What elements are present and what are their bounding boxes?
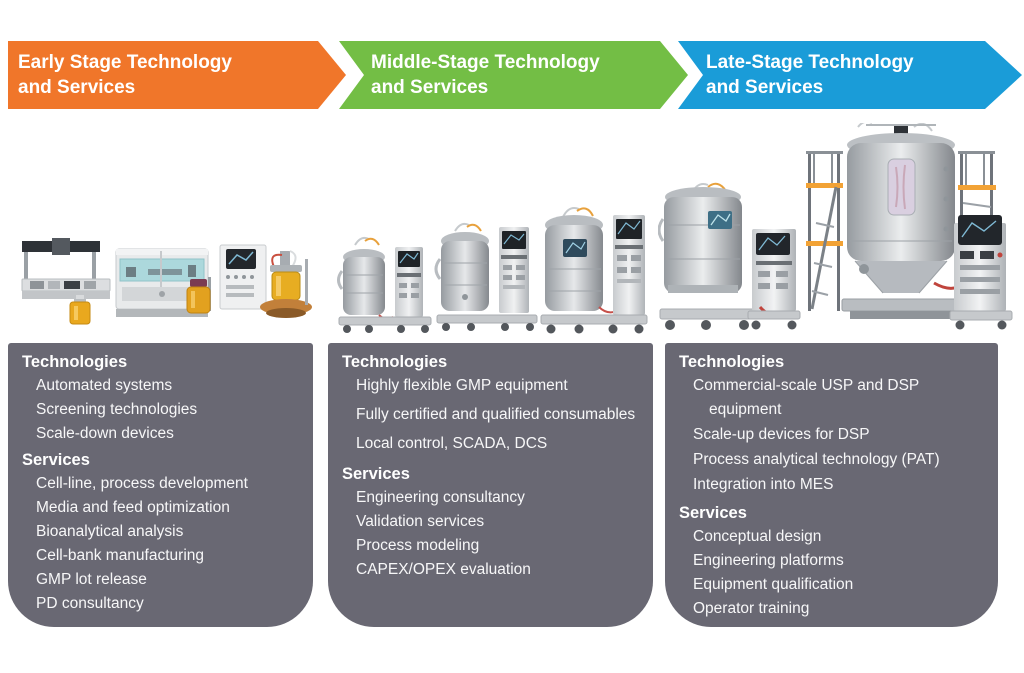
list-item: Engineering platforms [693, 552, 844, 569]
list-item: Fully certified and qualified consumable… [356, 406, 636, 423]
pilot-bioreactor-medium-illustration [434, 222, 538, 331]
late-stage-equipment-illustration [658, 123, 1013, 330]
middle-services-list: Engineering consultancy Validation servi… [342, 486, 643, 582]
list-item: Equipment qualification [693, 576, 854, 593]
list-item: CAPEX/OPEX evaluation [356, 561, 531, 578]
scaffold-left-illustration [806, 151, 843, 311]
late-services-list: Conceptual design Engineering platforms … [679, 525, 988, 621]
list-item: Media and feed optimization [36, 499, 230, 516]
banner-middle-stage: Middle-Stage Technology and Services [339, 41, 688, 109]
list-item: Engineering consultancy [356, 489, 525, 506]
list-item: Operator training [693, 600, 810, 617]
pilot-bioreactor-small-illustration [337, 236, 432, 333]
production-bioreactor-illustration [658, 182, 801, 330]
late-technologies-list: Commercial-scale USP and DSP equipment S… [679, 374, 988, 497]
panel-middle-stage: Technologies Highly flexible GMP equipme… [328, 343, 653, 627]
list-item: Automated systems [36, 377, 173, 394]
list-item: Process modeling [356, 537, 480, 554]
list-item: Local control, SCADA, DCS [356, 435, 548, 452]
list-item: Screening technologies [36, 401, 198, 418]
middle-technologies-heading: Technologies [342, 353, 448, 371]
list-item: Highly flexible GMP equipment [356, 377, 568, 394]
list-item: Scale-up devices for DSP [693, 426, 870, 443]
banner-middle-line1: Middle-Stage Technology [371, 52, 600, 73]
liquid-handler-illustration [21, 238, 111, 325]
late-technologies-heading: Technologies [679, 353, 785, 371]
screening-system-illustration [115, 248, 209, 317]
early-stage-equipment-illustration [21, 238, 312, 325]
middle-services-heading: Services [342, 465, 410, 483]
pilot-bioreactor-large-illustration [540, 207, 648, 334]
early-services-heading: Services [22, 451, 90, 469]
list-item: Commercial-scale USP and DSP equipment [693, 377, 919, 418]
list-item: Process analytical technology (PAT) [693, 451, 940, 468]
control-cart-illustration [949, 215, 1013, 330]
panel-late-stage: Technologies Commercial-scale USP and DS… [665, 343, 998, 627]
list-item: Conceptual design [693, 528, 822, 545]
banner-early-stage: Early Stage Technology and Services [8, 41, 346, 109]
banner-early-line1: Early Stage Technology [18, 52, 232, 73]
list-item: Bioanalytical analysis [36, 523, 184, 540]
list-item: Cell-line, process development [36, 475, 248, 492]
list-item: Scale-down devices [36, 425, 174, 442]
banner-early-line2: and Services [18, 77, 136, 98]
list-item: Integration into MES [693, 476, 834, 493]
middle-technologies-list: Highly flexible GMP equipment Fully cert… [342, 374, 643, 456]
benchtop-bioreactor-illustration [219, 244, 312, 318]
list-item: GMP lot release [36, 571, 147, 588]
early-services-list: Cell-line, process development Media and… [22, 472, 303, 616]
panel-early-stage: Technologies Automated systems Screening… [8, 343, 313, 627]
list-item: Cell-bank manufacturing [36, 547, 205, 564]
banner-late-line1: Late-Stage Technology [706, 52, 914, 73]
sample-flask-illustration [186, 277, 211, 314]
banner-late-stage: Late-Stage Technology and Services [678, 41, 1022, 109]
middle-stage-equipment-illustration [337, 207, 648, 334]
early-technologies-heading: Technologies [22, 353, 128, 371]
late-services-heading: Services [679, 504, 747, 522]
banner-middle-line2: and Services [371, 77, 489, 98]
early-technologies-list: Automated systems Screening technologies… [22, 374, 303, 446]
commercial-bioreactor-illustration [806, 123, 996, 319]
banner-late-line2: and Services [706, 77, 824, 98]
list-item: Validation services [356, 513, 485, 530]
list-item: PD consultancy [36, 595, 144, 612]
